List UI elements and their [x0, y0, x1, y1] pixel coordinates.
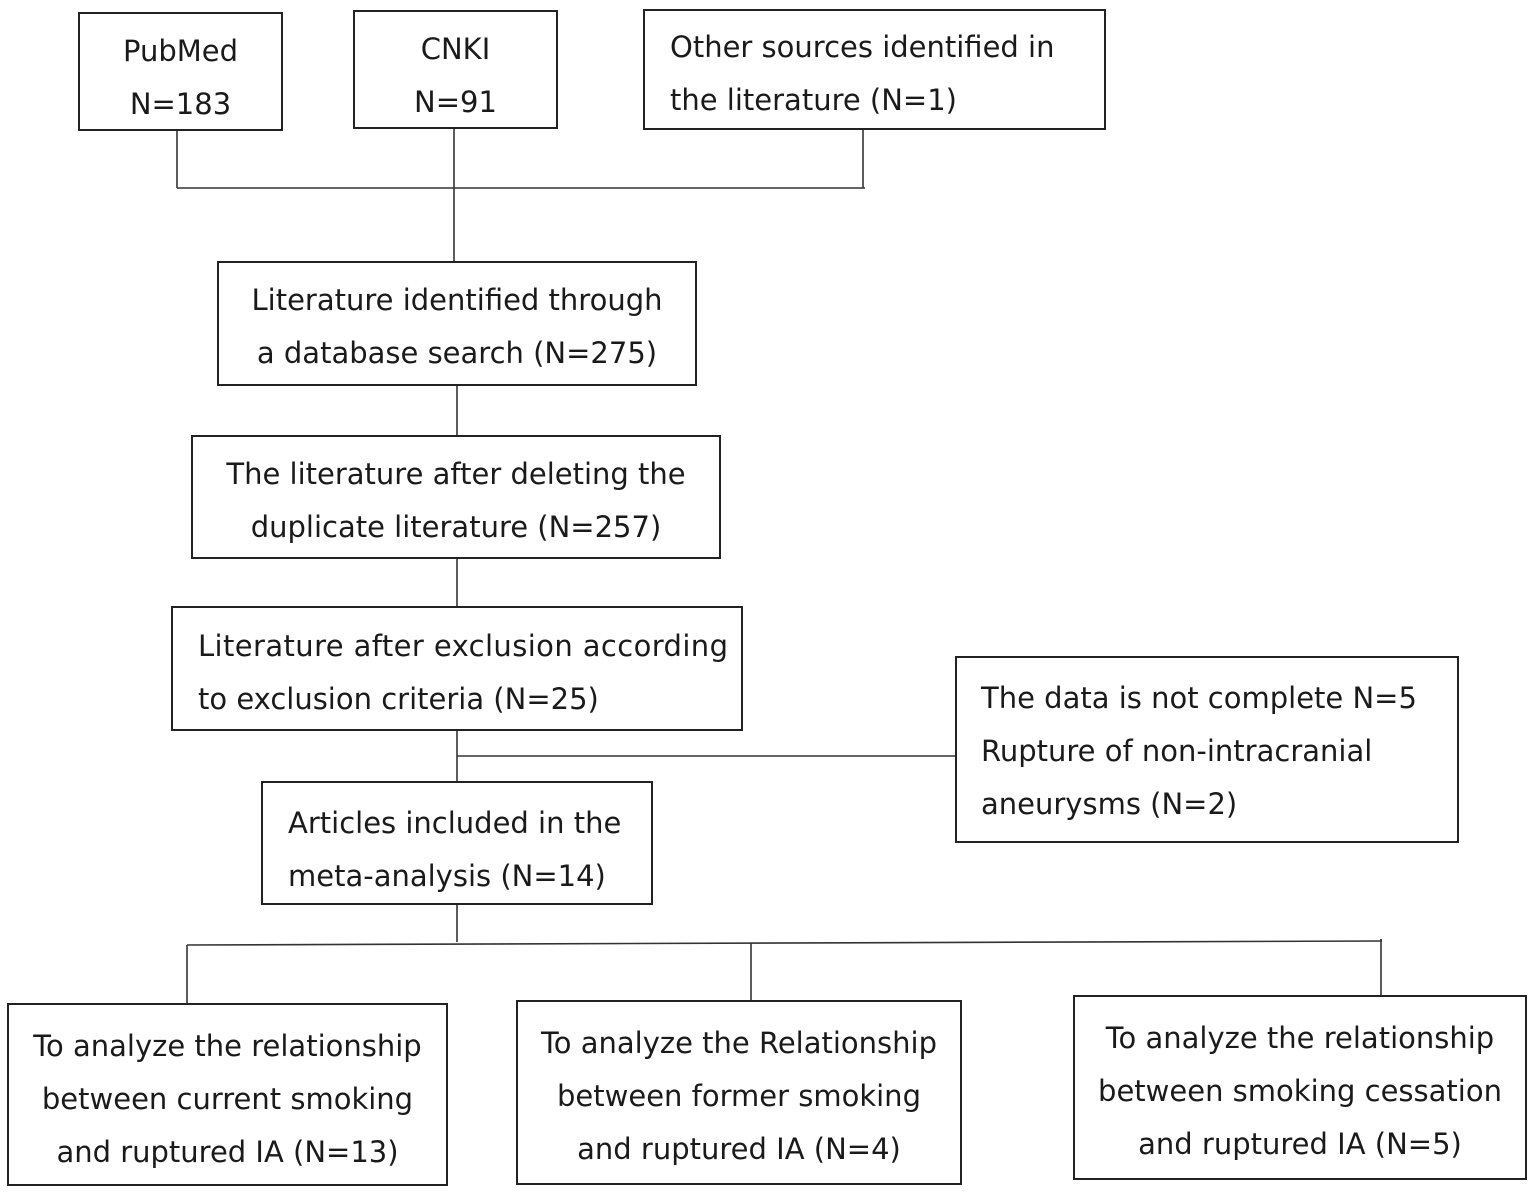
analysis-current-smoking-box: To analyze the relationship between curr…: [7, 1003, 448, 1186]
cessation-line-1: To analyze the relationship: [1105, 1021, 1495, 1055]
removed-line-2: Rupture of non-intracranial: [981, 734, 1373, 768]
cessation-line-3: and ruptured IA (N=5): [1138, 1127, 1462, 1161]
included-line-1: Articles included in the: [288, 806, 622, 840]
dedup-line-1: The literature after deleting the: [226, 457, 686, 491]
excluded-line-1: Literature after exclusion according: [198, 629, 729, 663]
deduplicated-box: The literature after deleting the duplic…: [191, 435, 721, 559]
source-other-box: Other sources identified in the literatu…: [643, 9, 1106, 130]
included-box: Articles included in the meta-analysis (…: [261, 781, 653, 905]
cnki-name: CNKI: [420, 32, 491, 66]
identified-line-1: Literature identified through: [251, 283, 663, 317]
removed-line-3: aneurysms (N=2): [981, 787, 1238, 821]
pubmed-count: N=183: [129, 87, 232, 121]
former-line-2: between former smoking: [557, 1079, 921, 1113]
cnki-count: N=91: [414, 85, 497, 119]
analysis-smoking-cessation-box: To analyze the relationship between smok…: [1073, 995, 1527, 1180]
excluded-box: Literature after exclusion according to …: [171, 606, 743, 731]
source-pubmed-box: PubMed N=183: [78, 12, 283, 131]
removed-records-box: The data is not complete N=5 Rupture of …: [955, 656, 1459, 843]
pubmed-name: PubMed: [122, 34, 239, 68]
other-line-1: Other sources identified in: [670, 30, 1055, 64]
cessation-line-2: between smoking cessation: [1098, 1074, 1502, 1108]
identified-line-2: a database search (N=275): [256, 336, 658, 370]
former-line-3: and ruptured IA (N=4): [577, 1132, 901, 1166]
current-line-3: and ruptured IA (N=13): [56, 1135, 399, 1169]
dedup-line-2: duplicate literature (N=257): [250, 510, 662, 544]
removed-line-1: The data is not complete N=5: [981, 681, 1417, 715]
former-line-1: To analyze the Relationship: [540, 1026, 937, 1060]
current-line-2: between current smoking: [41, 1082, 414, 1116]
included-line-2: meta-analysis (N=14): [288, 859, 606, 893]
source-cnki-box: CNKI N=91: [353, 10, 558, 129]
identified-box: Literature identified through a database…: [217, 261, 697, 386]
analysis-former-smoking-box: To analyze the Relationship between form…: [516, 1000, 962, 1185]
excluded-line-2: to exclusion criteria (N=25): [198, 682, 599, 716]
current-line-1: To analyze the relationship: [33, 1029, 422, 1063]
other-line-2: the literature (N=1): [670, 83, 957, 117]
